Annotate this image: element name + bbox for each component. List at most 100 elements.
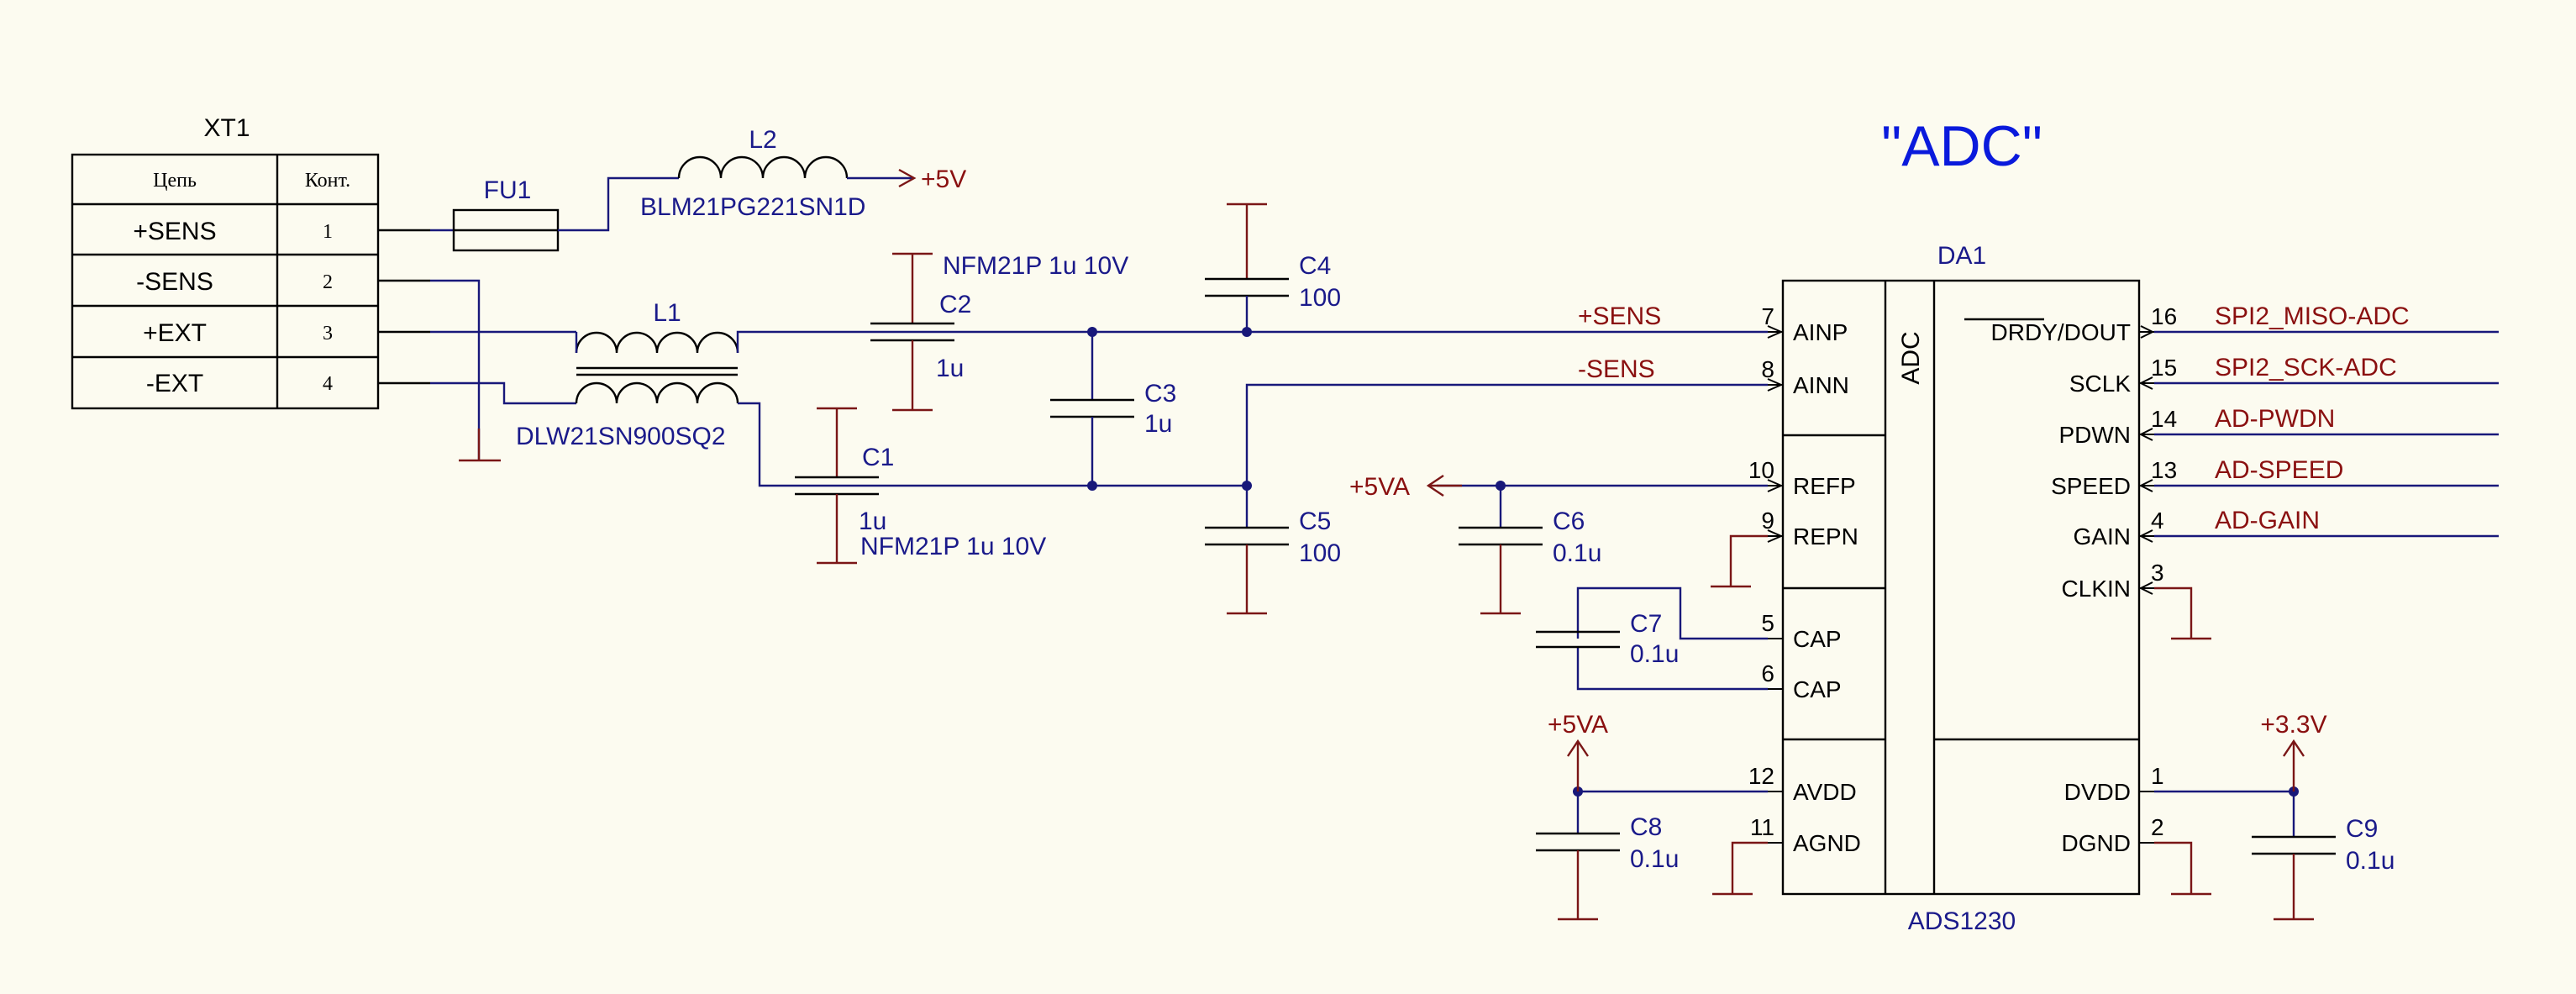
pin-number: 5 <box>1761 610 1774 636</box>
connector-row-net: -EXT <box>146 370 203 397</box>
power-3v3: +3.3V <box>2260 711 2327 792</box>
pin-name: CLKIN <box>2062 576 2131 602</box>
capacitor-ref: C3 <box>1144 380 1176 408</box>
capacitor-value: 1u <box>859 508 886 535</box>
pin-number: 4 <box>2151 508 2164 534</box>
pin-name: CAP <box>1793 676 1842 702</box>
pin-name: AINN <box>1793 372 1849 398</box>
pin-name: DGND <box>2062 830 2131 856</box>
capacitor-value: 0.1u <box>1553 539 1601 567</box>
power-5va-bottom: +5VA <box>1548 711 1608 792</box>
capacitor-value: 0.1u <box>1630 640 1679 668</box>
pin-number: 16 <box>2151 303 2177 329</box>
choke-l1: L1 DLW21SN900SQ2 <box>516 299 739 450</box>
net-label: AD-GAIN <box>2215 507 2320 534</box>
connector-row-net: +EXT <box>143 319 207 347</box>
connector-xt1: XT1 Цепь Конт. +SENS 1 -SENS 2 +EXT 3 -E… <box>71 114 380 410</box>
connector-ref: XT1 <box>203 114 250 142</box>
ic-part: ADS1230 <box>1908 907 2016 935</box>
capacitor-ref: C2 <box>939 291 971 318</box>
power-5v-label: +5V <box>921 166 966 193</box>
net-label: AD-PWDN <box>2215 405 2335 433</box>
capacitor-value: 0.1u <box>2346 847 2395 875</box>
pin-name-overbar: DRDY <box>1991 319 2058 345</box>
choke-ref: L1 <box>653 299 681 327</box>
ic-da1: DA1 ADC ADS1230 7 8 10 <box>1748 242 2177 935</box>
capacitor-c6: C6 0.1u <box>1459 486 1601 615</box>
capacitor-value: 1u <box>1144 410 1172 438</box>
power-3v3-label: +3.3V <box>2260 711 2326 739</box>
capacitor-c4: C4 100 <box>1205 202 1341 332</box>
connector-row-pin: 4 <box>323 373 333 395</box>
capacitor-c9: C9 0.1u <box>2252 792 2395 921</box>
pin-number: 14 <box>2151 406 2177 432</box>
pin-number: 8 <box>1761 356 1774 382</box>
capacitor-ref: C4 <box>1299 252 1331 280</box>
ground-symbol <box>459 429 501 462</box>
power-5va-label: +5VA <box>1548 711 1608 739</box>
capacitor-value: 100 <box>1299 539 1341 567</box>
capacitor-c5: C5 100 <box>1205 486 1341 615</box>
connector-row-pin: 3 <box>323 323 333 344</box>
net-label-plus-sens: +SENS <box>1578 302 1661 330</box>
capacitor-ref: C6 <box>1553 508 1585 535</box>
capacitor-c7: C7 0.1u <box>1536 610 1679 668</box>
pin-name: AVDD <box>1793 779 1857 805</box>
capacitor-part: NFM21P 1u 10V <box>943 252 1128 280</box>
ferrite-ref: L2 <box>749 126 776 154</box>
pin-name-suffix: /DOUT <box>2058 319 2131 345</box>
connector-header-net: Цепь <box>153 170 197 192</box>
pin-name: CAP <box>1793 626 1842 652</box>
pin-name: AGND <box>1793 830 1861 856</box>
net-label: SPI2_SCK-ADC <box>2215 354 2397 381</box>
pin-number: 10 <box>1748 457 1774 483</box>
pin-name: DVDD <box>2064 779 2131 805</box>
capacitor-ref: C8 <box>1630 813 1662 841</box>
capacitor-ref: C1 <box>862 444 894 471</box>
net-label: AD-SPEED <box>2215 456 2343 484</box>
capacitor-c1: C1 1u NFM21P 1u 10V <box>795 407 1046 565</box>
pin-number: 7 <box>1761 303 1774 329</box>
ferrite-part: BLM21PG221SN1D <box>640 193 865 221</box>
pin-number: 9 <box>1761 508 1774 534</box>
pin-number: 1 <box>2151 763 2164 789</box>
capacitor-c2: C2 1u NFM21P 1u 10V <box>870 252 1128 412</box>
ic-ref: DA1 <box>1937 242 1986 270</box>
connector-row-net: -SENS <box>136 268 213 296</box>
pin-number: 11 <box>1750 814 1774 840</box>
capacitor-value: 1u <box>936 355 964 382</box>
pin-number: 2 <box>2151 814 2164 840</box>
net-label: SPI2_MISO-ADC <box>2215 302 2410 330</box>
capacitor-ref: C5 <box>1299 508 1331 535</box>
ferrite-l2: L2 BLM21PG221SN1D <box>640 126 865 221</box>
connector-header-pin: Конт. <box>305 170 350 192</box>
pin-number: 12 <box>1748 763 1774 789</box>
pin-name: SPEED <box>2051 473 2131 499</box>
sheet-title: "ADC" <box>1881 114 2042 178</box>
capacitor-c8: C8 0.1u <box>1536 792 1679 921</box>
connector-row-pin: 2 <box>323 271 333 293</box>
pin-name: SCLK <box>2069 371 2131 397</box>
pin-name: REPN <box>1793 523 1858 550</box>
fuse-fu1: FU1 <box>452 176 560 252</box>
pin-name: GAIN <box>2074 523 2131 550</box>
connector-row-net: +SENS <box>133 218 216 245</box>
pin-name: PDWN <box>2058 422 2131 448</box>
power-5v: +5V <box>898 166 966 193</box>
pin-name-drdy-dout: DRDY/DOUT <box>1991 319 2131 345</box>
pin-name: REFP <box>1793 473 1856 499</box>
ic-block-label: ADC <box>1897 331 1925 384</box>
fuse-ref: FU1 <box>484 176 532 204</box>
capacitor-c3: C3 1u <box>1050 332 1176 486</box>
pin-number: 3 <box>2151 560 2164 586</box>
capacitor-value: 100 <box>1299 284 1341 312</box>
capacitor-part: NFM21P 1u 10V <box>860 533 1046 560</box>
power-5va-left: +5VA <box>1349 473 1462 501</box>
pin-number: 15 <box>2151 355 2177 381</box>
connector-row-pin: 1 <box>323 221 333 243</box>
capacitor-value: 0.1u <box>1630 845 1679 873</box>
net-label-minus-sens: -SENS <box>1578 355 1655 383</box>
pin-number: 6 <box>1761 660 1774 686</box>
capacitor-ref: C9 <box>2346 815 2378 843</box>
